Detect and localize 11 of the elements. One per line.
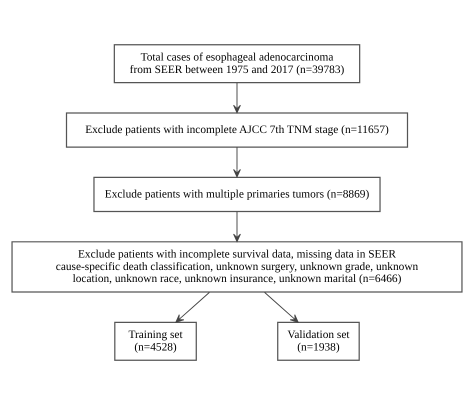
node-box: Exclude patients with incomplete AJCC 7th TNM stage (n=11657) (66, 112, 408, 148)
arrow (233, 210, 241, 242)
node-box: Total cases of esophageal adenocarcinoma from SEER between 1975 and 2017 (n=39783) (114, 44, 360, 83)
node-box: Exclude patients with incomplete survival data, missing data in SEER cause-specific death classification, unknown surgery, unknown grade, unknown location, unknown race, unknown insurance, unknown marital (n=6466) (11, 240, 463, 292)
arrow (175, 291, 210, 322)
node-box: Validation set (n=1938) (277, 321, 360, 360)
node-box: Training set (n=4528) (114, 321, 197, 360)
node-box: Exclude patients with multiple primaries tumors (n=8869) (93, 176, 381, 212)
arrow (264, 291, 299, 322)
arrow (233, 82, 241, 113)
arrow (233, 146, 241, 177)
